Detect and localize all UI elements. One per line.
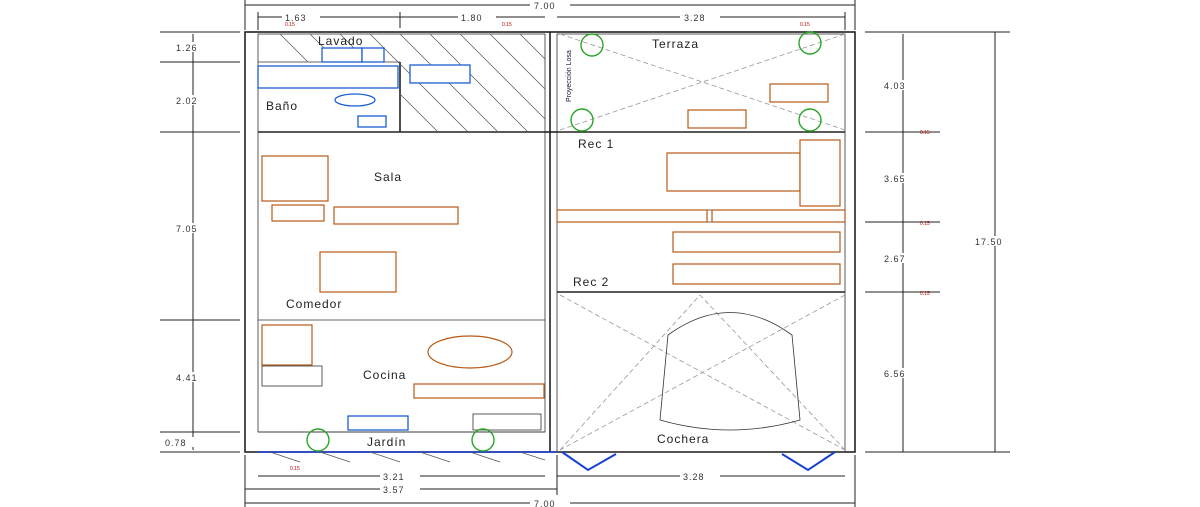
room-label-rec1: Rec 1 xyxy=(578,137,614,151)
room-label-comedor: Comedor xyxy=(286,297,342,311)
plant-icon xyxy=(471,428,495,452)
stove-icon xyxy=(472,413,542,431)
dim-left-e: 0.78 xyxy=(165,438,187,448)
dim-bottom-b: 3.28 xyxy=(683,472,705,482)
dim-bottom-c: 3.57 xyxy=(383,485,405,495)
dining-table-icon xyxy=(319,251,397,293)
room-label-lavado: Lavado xyxy=(318,34,363,48)
closet-icon xyxy=(799,139,841,207)
laundry-tub-icon xyxy=(409,64,471,84)
shower-icon xyxy=(257,65,399,89)
dim-top-s2: 0.15 xyxy=(502,22,512,28)
room-label-jardin: Jardín xyxy=(367,435,406,449)
dim-left-b: 2.02 xyxy=(176,96,198,106)
dim-top-c: 3.28 xyxy=(684,13,706,23)
washer-icon xyxy=(361,47,385,63)
dim-bottom-s1: 0.15 xyxy=(290,466,300,472)
sink-icon xyxy=(321,47,363,63)
plant-icon xyxy=(798,31,822,55)
fridge-icon xyxy=(261,365,323,387)
plant-icon xyxy=(798,108,822,132)
round-table-icon xyxy=(427,335,513,369)
sofa-icon xyxy=(261,155,329,202)
dim-bottom-a: 3.21 xyxy=(383,472,405,482)
wardrobe-icon xyxy=(556,209,708,223)
armchair-icon xyxy=(271,204,325,222)
car-icon xyxy=(659,312,801,431)
room-label-cochera: Cochera xyxy=(657,432,709,446)
dim-top-s3: 0.15 xyxy=(800,22,810,28)
dim-left-d: 4.41 xyxy=(176,373,198,383)
plant-icon xyxy=(570,108,594,132)
room-label-sala: Sala xyxy=(374,170,402,184)
dim-right-d: 6.56 xyxy=(884,369,906,379)
dim-right-a: 4.03 xyxy=(884,81,906,91)
dim-left-a: 1.26 xyxy=(176,43,198,53)
dim-right-s3: 0.15 xyxy=(920,291,930,297)
dim-right-s2: 0.15 xyxy=(920,221,930,227)
cabinet-icon xyxy=(261,324,313,366)
dim-right-c: 2.67 xyxy=(884,254,906,264)
dim-top-total: 7.00 xyxy=(534,1,556,11)
bed-icon xyxy=(666,152,801,192)
dim-left-c: 7.05 xyxy=(176,224,198,234)
dim-top-b: 1.80 xyxy=(461,13,483,23)
lavatory-icon xyxy=(357,115,387,128)
dim-right-total: 17.50 xyxy=(975,237,1003,247)
plant-icon xyxy=(306,428,330,452)
lounge-chair-icon xyxy=(687,109,747,129)
toilet-icon xyxy=(334,93,376,107)
dim-right-b: 3.65 xyxy=(884,174,906,184)
room-label-cocina: Cocina xyxy=(363,368,406,382)
room-label-bano: Baño xyxy=(266,99,298,113)
wardrobe-icon xyxy=(711,209,846,223)
bed-icon xyxy=(672,263,841,285)
label-proyeccion-losa: Proyección Losa xyxy=(566,50,573,102)
room-label-terraza: Terraza xyxy=(652,37,699,51)
room-label-rec2: Rec 2 xyxy=(573,275,609,289)
dim-top-a: 1.63 xyxy=(285,13,307,23)
kitchen-sink-icon xyxy=(347,415,409,431)
sofa-icon xyxy=(333,206,459,225)
plant-icon xyxy=(580,33,604,57)
counter-icon xyxy=(413,383,545,399)
dim-top-s1: 0.15 xyxy=(285,22,295,28)
dim-right-s1: 0.15 xyxy=(920,130,930,136)
lounge-chair-icon xyxy=(769,83,829,103)
dim-bottom-total: 7.00 xyxy=(534,499,556,507)
gate-icon xyxy=(561,451,836,472)
bed-icon xyxy=(672,231,841,253)
